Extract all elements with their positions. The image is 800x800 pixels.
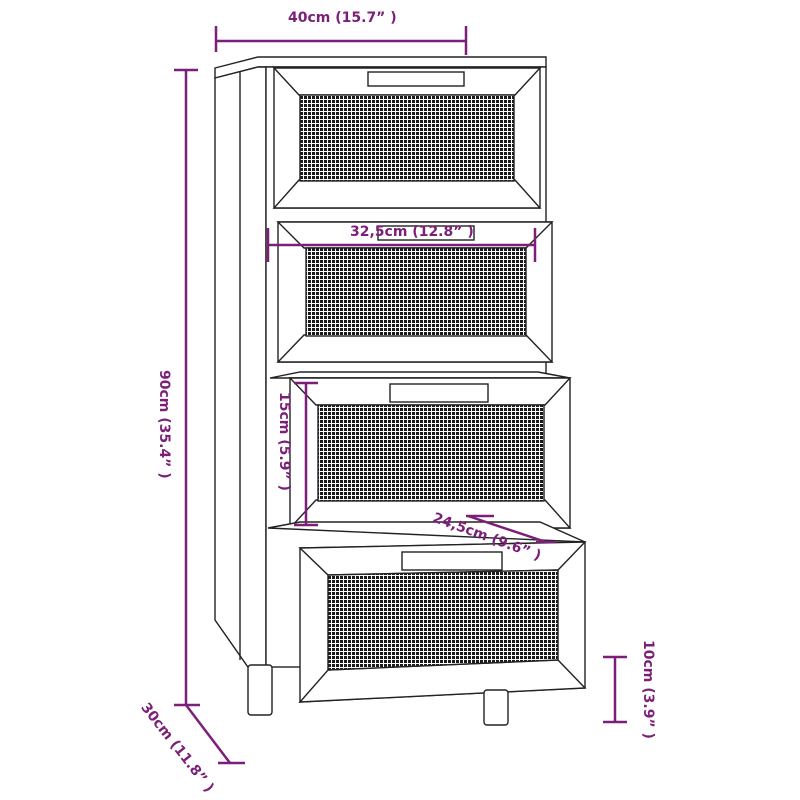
drawer-handle (389, 383, 489, 403)
drawer-height-label: 15cm (5.9” ) (276, 392, 292, 491)
drawer-handle (377, 225, 475, 241)
drawer-2 (276, 221, 554, 363)
leg (483, 689, 509, 726)
drawer-3 (269, 371, 572, 529)
drawer-handle (401, 551, 503, 571)
drawer-handle (367, 71, 465, 87)
dimension-lines (174, 26, 627, 765)
cabinet (214, 56, 587, 726)
height-label: 90cm (35.4” ) (156, 370, 172, 479)
leg (247, 664, 273, 716)
leg-height-label: 10cm (3.9” ) (640, 640, 656, 739)
drawer-1 (272, 67, 542, 209)
drawer-4 (267, 521, 587, 703)
drawer-width-label: 32,5cm (12.8” ) (350, 224, 474, 240)
width-label: 40cm (15.7” ) (288, 10, 397, 26)
